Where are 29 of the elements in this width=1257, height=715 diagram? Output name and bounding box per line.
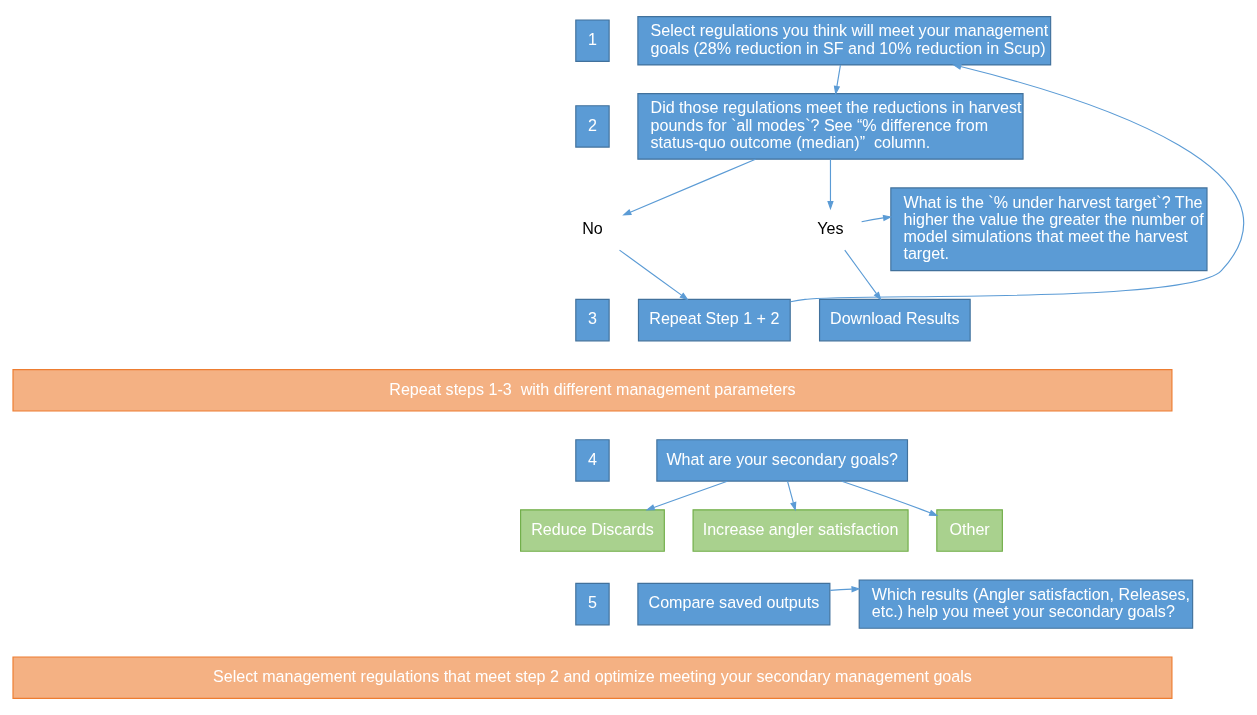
- node-box: Increase angler satisfaction: [692, 509, 909, 552]
- node-box: Select regulations you think will meet your management goals (28% reduction in SF and 10% reduction in Scup): [637, 16, 1052, 66]
- arrow: [861, 214, 893, 223]
- node-box: Repeat steps 1-3 with different management parameters: [12, 369, 1173, 412]
- node-box: Other: [936, 509, 1003, 552]
- arrow: [827, 158, 834, 211]
- node-text: No: [582, 218, 603, 237]
- node-box: Compare saved outputs: [637, 582, 831, 626]
- arrow: [786, 480, 797, 512]
- arrow: [829, 585, 861, 593]
- arrow: [622, 158, 757, 216]
- node-box: Did those regulations meet the reductions in harvest pounds for `all modes`? See “% difference from status-quo outcome (median)” column.: [637, 93, 1024, 160]
- node-box: 2: [575, 105, 610, 148]
- node-box: Select management regulations that meet step 2 and optimize meeting your secondary management goals: [12, 656, 1173, 699]
- node-box: Which results (Angler satisfaction, Releases, etc.) help you meet your secondary goals?: [858, 579, 1194, 629]
- node-box: What are your secondary goals?: [656, 439, 909, 482]
- arrow: [833, 64, 841, 96]
- arrow: [618, 249, 689, 301]
- node-box: 5: [575, 582, 610, 626]
- node-box: Download Results: [818, 298, 971, 342]
- arrow: [645, 480, 728, 511]
- node-box: Repeat Step 1 + 2: [637, 298, 791, 342]
- node-box: 1: [575, 19, 610, 62]
- node-box: What is the `% under harvest target`? The higher the value the greater the number of model simulations that meet the harvest target.: [890, 187, 1208, 272]
- arrow: [841, 480, 939, 517]
- node-box: 4: [575, 439, 610, 482]
- node-box: Reduce Discards: [520, 509, 665, 552]
- node-box: 3: [575, 298, 610, 342]
- node-text: Yes: [817, 218, 844, 237]
